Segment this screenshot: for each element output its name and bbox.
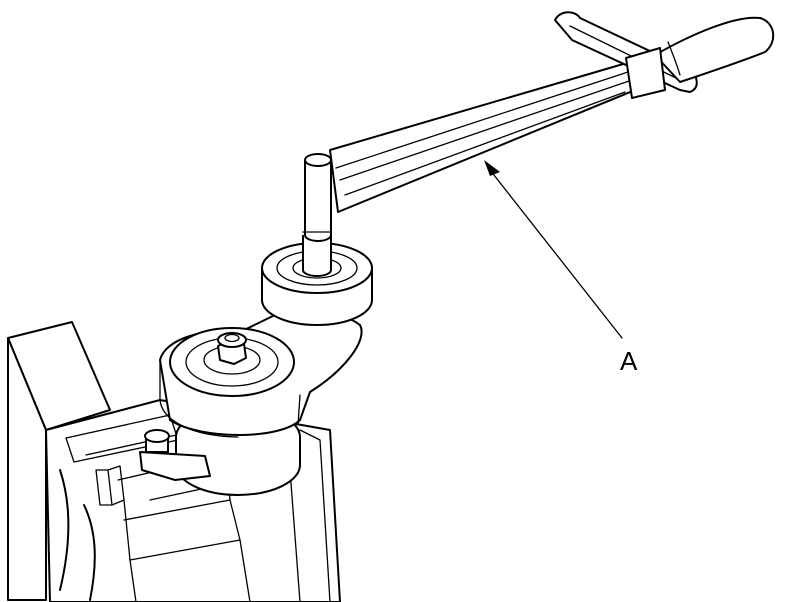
callout-a-arrowhead	[484, 160, 500, 176]
callout-a-label: A	[620, 346, 638, 376]
steering-knuckle	[139, 308, 363, 496]
callout-a: A	[484, 160, 638, 376]
torque-wrench	[329, 11, 775, 213]
socket-and-bearing	[261, 153, 373, 326]
callout-a-leader-line	[489, 169, 623, 339]
